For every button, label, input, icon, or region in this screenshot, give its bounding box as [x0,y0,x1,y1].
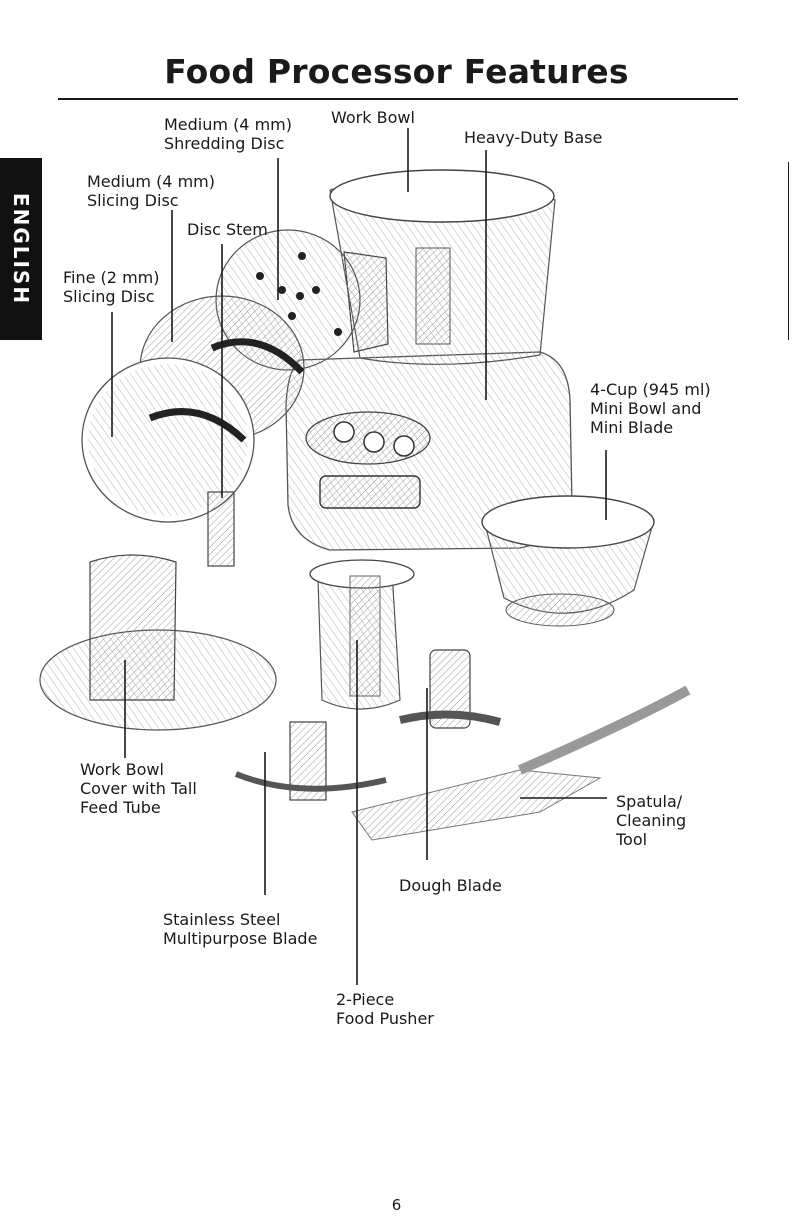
multipurpose-blade [234,721,387,801]
label-spatula: Spatula/ Cleaning Tool [616,792,687,849]
label-heavy-duty-base: Heavy-Duty Base [464,128,603,147]
feed-tube [89,554,177,701]
mini-bowl [481,495,655,627]
label-mini-bowl: 4-Cup (945 ml) Mini Bowl and Mini Blade [590,380,711,437]
food-pusher [309,559,415,710]
base-control-button-2 [363,431,385,453]
mini-blade [505,593,615,627]
heavy-duty-base [285,351,573,551]
page-title: Food Processor Features [164,52,629,91]
work-bowl-cover [39,554,277,731]
language-tab: ENGLISH [0,158,42,340]
work-bowl [329,169,556,365]
brand-logo-plate [319,475,421,509]
base-control-button-3 [393,435,415,457]
label-food-pusher: 2-Piece Food Pusher [336,990,434,1028]
label-multipurpose-blade: Stainless Steel Multipurpose Blade [163,910,318,948]
label-work-bowl: Work Bowl [331,108,415,127]
label-fine-slicing-disc: Fine (2 mm) Slicing Disc [63,268,160,306]
label-disc-stem: Disc Stem [187,220,268,239]
title-divider [58,98,738,100]
label-medium-slicing-disc: Medium (4 mm) Slicing Disc [87,172,215,210]
page-number: 6 [391,1196,402,1214]
disc-stem [207,491,235,567]
fine-slicing-blade [148,408,247,443]
spatula [351,685,691,841]
inner-food-pusher [349,575,381,697]
bowl-center-shaft [415,247,451,345]
dough-blade [399,649,502,729]
page-edge-mark [788,162,789,340]
base-control-button-1 [333,421,355,443]
label-dough-blade: Dough Blade [399,876,502,895]
leader-lines [111,128,607,985]
fine-slicing-disc [81,357,255,523]
label-work-bowl-cover: Work Bowl Cover with Tall Feed Tube [80,760,197,817]
label-shredding-disc: Medium (4 mm) Shredding Disc [164,115,292,153]
